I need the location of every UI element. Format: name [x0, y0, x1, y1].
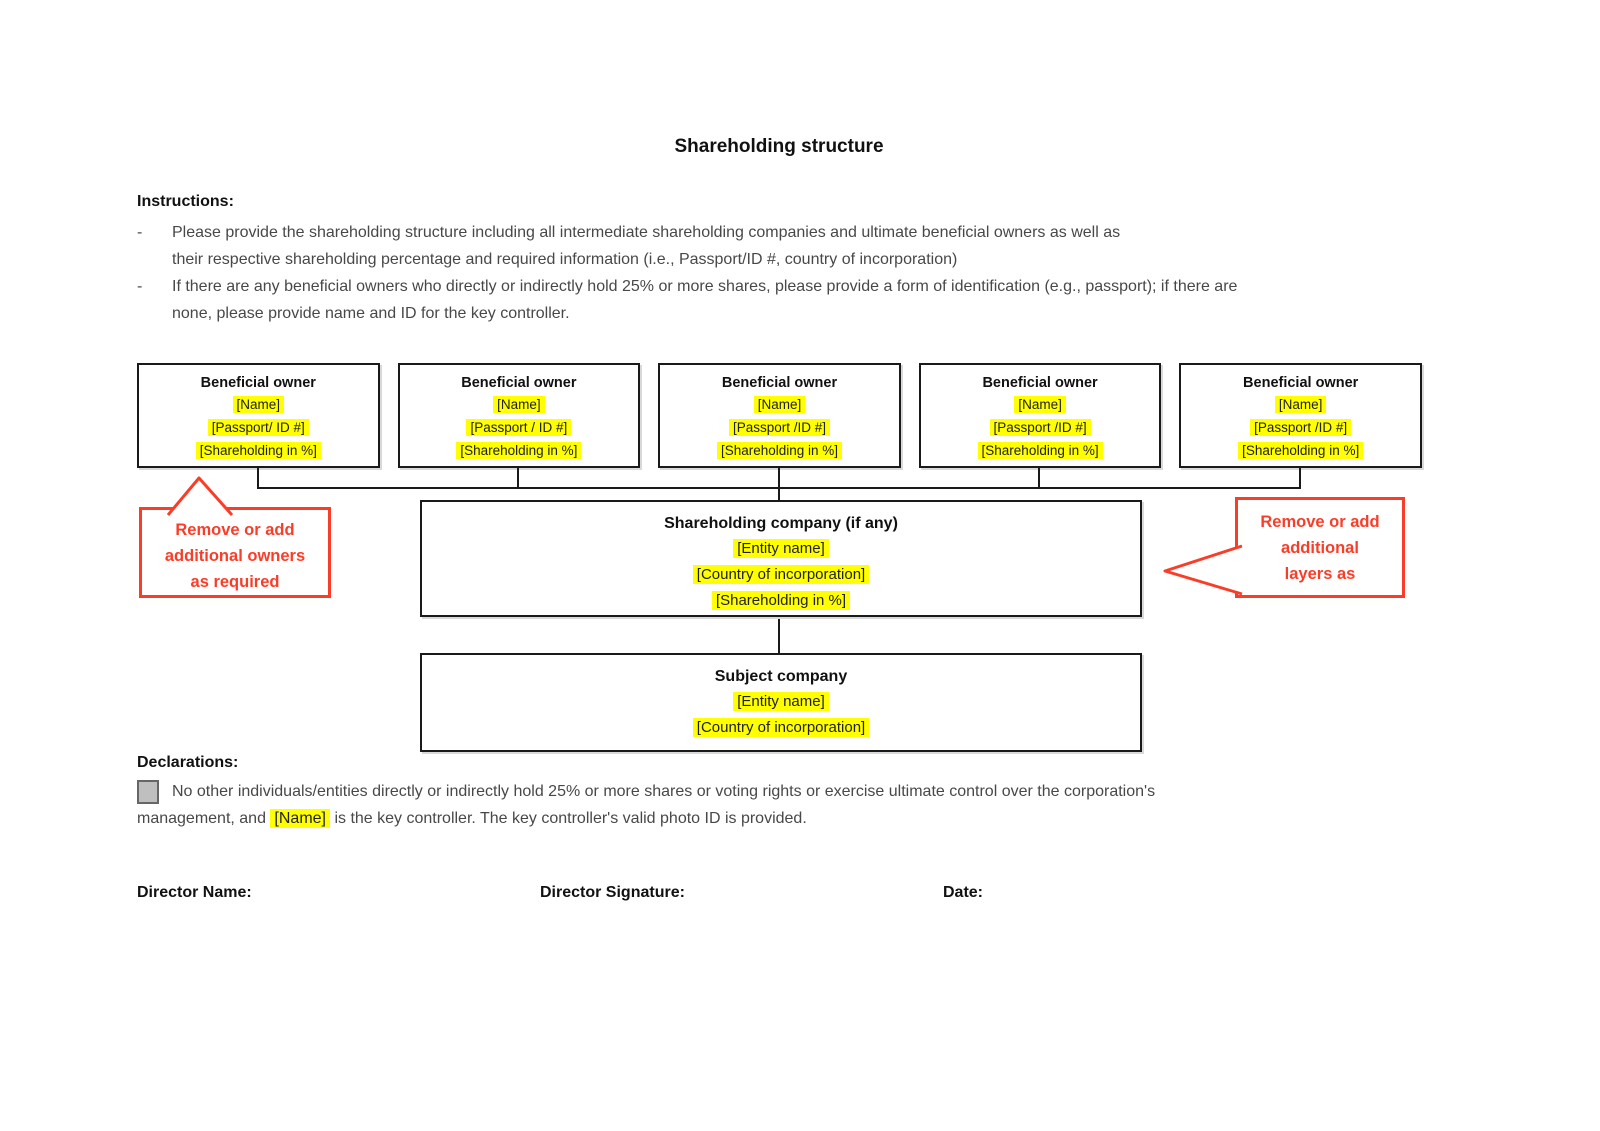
placeholder-shareholding: [Shareholding in %] [977, 442, 1103, 459]
callout-line: additional owners [164, 547, 306, 565]
placeholder-passport: [Passport /ID #] [728, 419, 830, 436]
placeholder-key-controller-name: [Name] [270, 809, 330, 828]
beneficial-owner-box-1: Beneficial owner [Name] [Passport/ ID #]… [137, 363, 380, 468]
shareholding-company-box: Shareholding company (if any) [Entity na… [420, 500, 1142, 617]
date-label: Date: [943, 884, 984, 901]
callout-line: additional [1281, 539, 1359, 557]
connector-stub-4 [1038, 468, 1040, 489]
placeholder-name: [Name] [232, 396, 285, 413]
placeholder-country: [Country of incorporation] [692, 718, 870, 737]
beneficial-owner-box-5: Beneficial owner [Name] [Passport /ID #]… [1179, 363, 1422, 468]
placeholder-shareholding: [Shareholding in %] [195, 442, 321, 459]
callout-line: as required [190, 573, 280, 591]
beneficial-owner-box-4: Beneficial owner [Name] [Passport /ID #]… [918, 363, 1162, 468]
placeholder-entity-name: [Entity name] [733, 539, 829, 558]
declaration-checkbox[interactable] [137, 780, 159, 804]
placeholder-passport: [Passport /ID #] [989, 419, 1091, 436]
connector-drop-top [778, 489, 780, 500]
placeholder-entity-name: [Entity name] [733, 692, 829, 711]
beneficial-owner-row: Beneficial owner [Name] [Passport/ ID #]… [137, 363, 1422, 468]
placeholder-shareholding: [Shareholding in %] [456, 442, 582, 459]
page-title: Shareholding structure [674, 136, 884, 157]
callout-line: Remove or add [175, 521, 295, 539]
connector-stub-1 [257, 468, 259, 489]
box-title: Beneficial owner [1243, 375, 1359, 391]
instruction-bullet: - Please provide the shareholding struct… [137, 219, 1237, 273]
declaration-text-line1: No other individuals/entities directly o… [172, 783, 1156, 800]
placeholder-passport: [Passport /ID #] [1250, 419, 1352, 436]
placeholder-name: [Name] [1274, 396, 1327, 413]
placeholder-country: [Country of incorporation] [692, 565, 870, 584]
box-title: Subject company [714, 668, 848, 685]
instruction-line: none, please provide name and ID for the… [172, 305, 570, 322]
connector-stub-2 [517, 468, 519, 489]
instruction-line: their respective shareholding percentage… [172, 251, 958, 268]
placeholder-shareholding: [Shareholding in %] [716, 442, 843, 459]
box-title: Beneficial owner [721, 375, 838, 391]
callout-line: layers as [1284, 565, 1356, 583]
instruction-line: If there are any beneficial owners who d… [172, 278, 1238, 295]
callout-remove-add-owners: Remove or add additional owners as requi… [139, 507, 331, 598]
director-signature-label: Director Signature: [540, 884, 685, 901]
connector-stub-3 [778, 468, 780, 489]
declaration-row: No other individuals/entities directly o… [137, 778, 1155, 806]
instruction-line: Please provide the shareholding structur… [172, 224, 1121, 241]
box-title: Beneficial owner [200, 375, 316, 391]
connector-rail [257, 487, 1301, 489]
director-name-label: Director Name: [137, 884, 252, 901]
box-title: Shareholding company (if any) [664, 515, 898, 532]
bullet-marker: - [137, 278, 143, 295]
placeholder-shareholding: [Shareholding in %] [1238, 442, 1364, 459]
bullet-marker: - [137, 224, 143, 241]
callout-line: Remove or add [1260, 513, 1380, 531]
declaration-text-suffix: is the key controller. The key controlle… [330, 810, 807, 827]
instruction-bullet: - If there are any beneficial owners who… [137, 273, 1237, 327]
declaration-text-line2: management, and [Name] is the key contro… [137, 806, 807, 832]
box-title: Beneficial owner [461, 375, 577, 391]
callout-pointer-left-icon [1163, 544, 1243, 596]
placeholder-name: [Name] [1014, 396, 1066, 413]
callout-remove-add-layers: Remove or add additional layers as [1235, 497, 1405, 598]
placeholder-name: [Name] [493, 396, 545, 413]
placeholder-name: [Name] [753, 396, 806, 413]
placeholder-passport: [Passport / ID #] [466, 419, 572, 436]
connector-stub-5 [1299, 468, 1301, 489]
callout-pointer-up-icon [166, 476, 234, 516]
instructions-heading: Instructions: [137, 193, 234, 210]
subject-company-box: Subject company [Entity name] [Country o… [420, 653, 1142, 752]
connector-drop-middle [778, 617, 780, 653]
declaration-text-prefix: management, and [137, 810, 271, 827]
placeholder-shareholding: [Shareholding in %] [711, 591, 851, 610]
beneficial-owner-box-3: Beneficial owner [Name] [Passport /ID #]… [658, 363, 901, 468]
instructions-list: - Please provide the shareholding struct… [137, 219, 1237, 327]
beneficial-owner-box-2: Beneficial owner [Name] [Passport / ID #… [397, 363, 641, 468]
placeholder-passport: [Passport/ ID #] [207, 419, 309, 436]
box-title: Beneficial owner [982, 375, 1098, 391]
declarations-heading: Declarations: [137, 754, 239, 771]
